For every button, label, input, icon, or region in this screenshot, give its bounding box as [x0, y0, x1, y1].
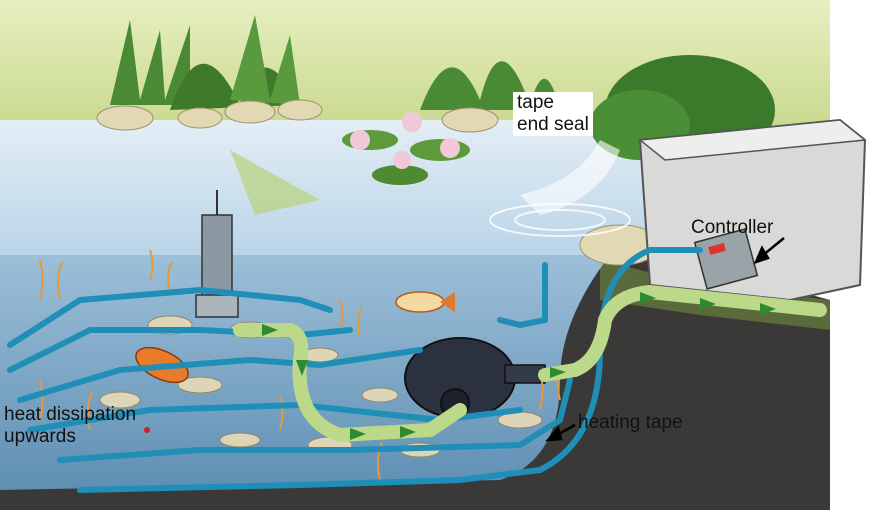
- water-lilies: [342, 112, 470, 185]
- label-heat-dissipation: heat dissipation upwards: [4, 404, 136, 448]
- return-flow-arrow: [520, 140, 620, 215]
- label-tape-end-seal-line2: end seal: [517, 114, 589, 135]
- annotation-arrows: [545, 237, 785, 442]
- aquatic-grass: [39, 249, 563, 481]
- water-hose: [233, 284, 827, 443]
- label-tape-end-seal-line1: tape: [517, 92, 554, 113]
- label-heat-dissipation-line2: upwards: [4, 426, 76, 447]
- flow-arrows: [262, 292, 776, 440]
- shore-rocks: [96, 99, 661, 266]
- surface-flow-arrow: [230, 150, 320, 215]
- ripples: [489, 203, 631, 237]
- koi-fish-small: [395, 291, 455, 313]
- heat-source-marker: [144, 427, 150, 433]
- label-heat-dissipation-line1: heat dissipation: [4, 404, 137, 425]
- controller-housing: [638, 118, 867, 302]
- label-heating-tape: heating tape: [578, 412, 683, 433]
- plants-left: [110, 15, 300, 110]
- label-tape-end-seal: tape end seal: [513, 92, 593, 136]
- water-surface: [0, 120, 650, 255]
- controller-unit: [693, 228, 759, 290]
- label-controller: Controller: [691, 217, 774, 238]
